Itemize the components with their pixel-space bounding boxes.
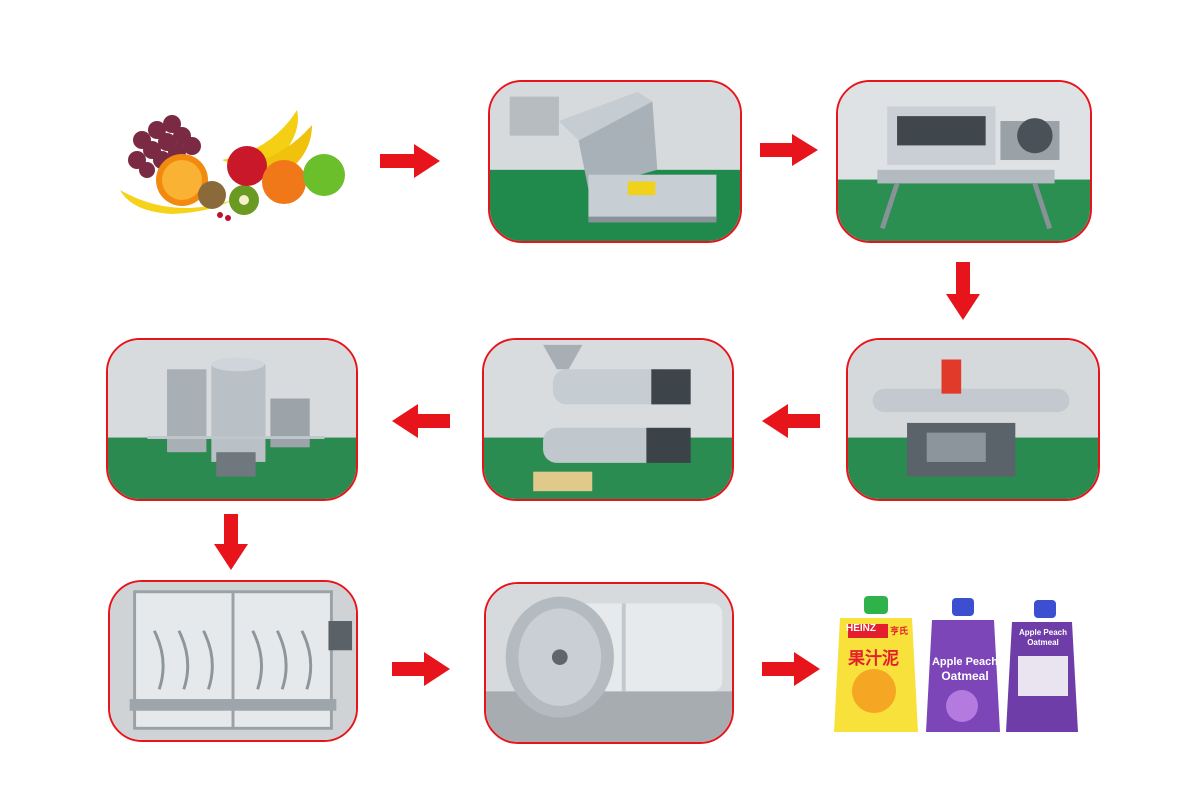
filling-machine-stage bbox=[108, 580, 358, 742]
pouch1-chinese-brand: 亨氏 bbox=[890, 626, 909, 636]
washing-machine-icon bbox=[490, 82, 740, 241]
fruit-pile-icon bbox=[120, 110, 345, 221]
tank-icon bbox=[108, 340, 356, 499]
spout-pouch-icon bbox=[834, 596, 1078, 732]
arrow-right-icon bbox=[380, 144, 440, 178]
pouch2-line2: Oatmeal bbox=[941, 669, 989, 683]
pouch3-line2: Oatmeal bbox=[1027, 638, 1059, 647]
pouch2-line1: Apple Peach bbox=[931, 656, 999, 668]
arrow-left-icon bbox=[392, 404, 450, 438]
preheater-stage bbox=[846, 338, 1100, 501]
filling-machine-icon bbox=[110, 582, 356, 740]
pulper-stage bbox=[482, 338, 734, 501]
retort-stage bbox=[484, 582, 734, 744]
spout-pouches-image: HEINZ 果汁泥 亨氏 Apple Peach Oatmeal Apple P… bbox=[834, 596, 1084, 736]
fruit-pile-image bbox=[112, 100, 352, 230]
arrow-down-icon bbox=[946, 262, 980, 320]
crusher-stage bbox=[836, 80, 1092, 243]
pouch1-chinese-name: 果汁泥 bbox=[848, 649, 899, 668]
pulper-icon bbox=[484, 340, 732, 499]
crusher-icon bbox=[838, 82, 1090, 241]
tank-stage bbox=[106, 338, 358, 501]
arrow-left-icon bbox=[762, 404, 820, 438]
arrow-down-icon bbox=[214, 514, 248, 570]
pouch1-brand: HEINZ bbox=[846, 623, 876, 634]
pouch3-line1: Apple Peach bbox=[1018, 628, 1067, 637]
arrow-right-icon bbox=[760, 134, 818, 166]
arrow-right-icon bbox=[762, 652, 820, 686]
arrow-right-icon bbox=[392, 652, 450, 686]
washing-machine-stage bbox=[488, 80, 742, 243]
preheater-icon bbox=[848, 340, 1098, 499]
retort-icon bbox=[486, 584, 732, 742]
